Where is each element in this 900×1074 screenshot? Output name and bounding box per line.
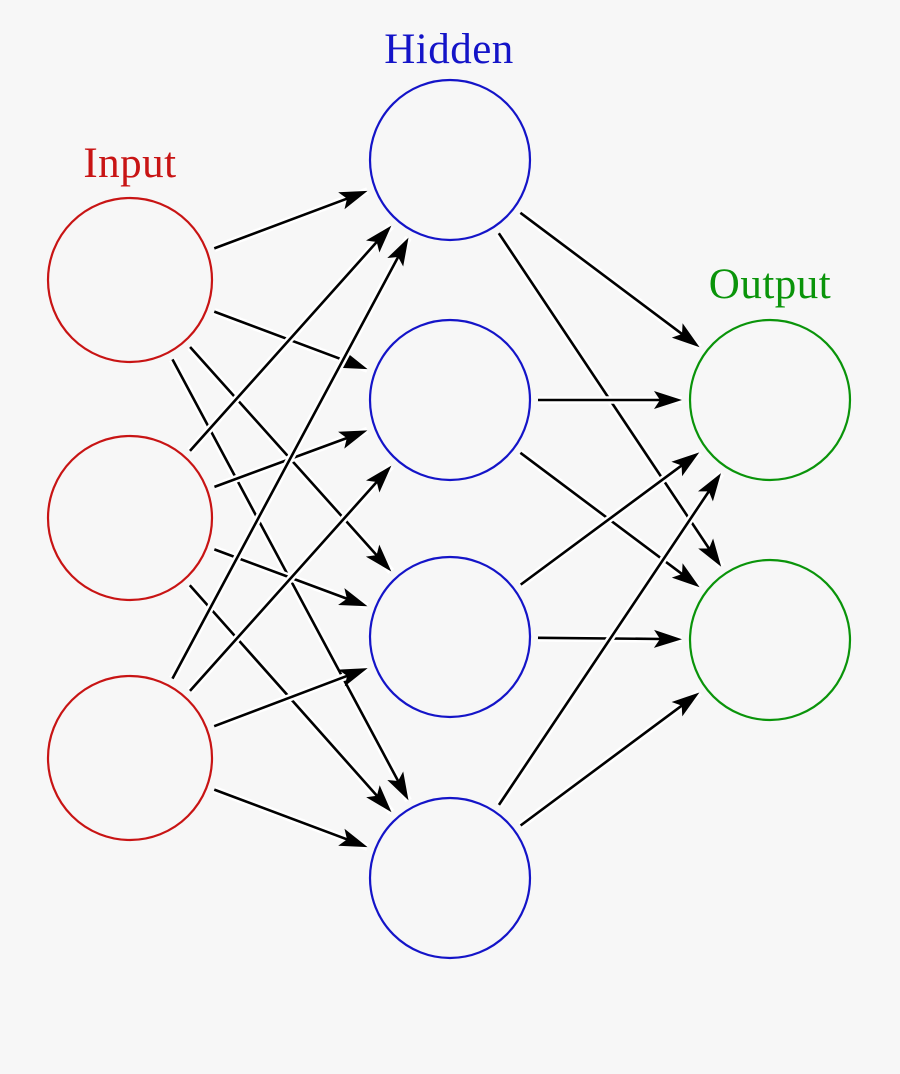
edge-arrowhead bbox=[338, 350, 368, 370]
hidden-node-3 bbox=[368, 796, 532, 960]
edge-arrowhead bbox=[338, 430, 368, 449]
edge-arrowhead bbox=[338, 588, 368, 607]
edge-arrowhead bbox=[671, 323, 700, 348]
edge-hidden0-output1 bbox=[497, 232, 712, 551]
edge-arrowhead bbox=[671, 563, 700, 588]
edge-arrowhead bbox=[671, 692, 700, 717]
edge-arrowhead bbox=[653, 629, 682, 648]
edge-arrowhead bbox=[698, 538, 722, 567]
edge-input2-hidden3 bbox=[213, 788, 350, 842]
hidden-node-1 bbox=[368, 318, 532, 482]
edge-input1-hidden0 bbox=[189, 239, 379, 452]
edge-arrowhead bbox=[338, 828, 368, 848]
edge-arrowhead bbox=[387, 771, 409, 801]
edge-hidden3-output0 bbox=[497, 489, 711, 806]
input-node-1 bbox=[46, 434, 214, 602]
hidden-node-2 bbox=[368, 555, 532, 719]
edge-input0-hidden0 bbox=[213, 196, 350, 250]
edge-input0-hidden2 bbox=[189, 346, 379, 558]
edge-hidden2-output0 bbox=[519, 463, 684, 586]
edge-hidden0-output0 bbox=[519, 211, 685, 337]
edge-arrowhead bbox=[671, 452, 700, 477]
edge-arrowhead bbox=[654, 391, 682, 409]
edge-arrowhead bbox=[387, 237, 409, 267]
edge-input1-hidden1 bbox=[213, 436, 350, 489]
hidden-node-0 bbox=[368, 78, 532, 242]
edge-arrowhead bbox=[338, 190, 368, 210]
input-node-2 bbox=[46, 674, 214, 842]
input-layer-label: Input bbox=[83, 140, 177, 187]
edge-hidden1-output1 bbox=[519, 451, 685, 577]
edge-hidden3-output1 bbox=[519, 703, 685, 827]
hidden-layer-label: Hidden bbox=[384, 26, 514, 73]
edge-input2-hidden2 bbox=[213, 673, 350, 728]
input-node-0 bbox=[46, 196, 214, 364]
edge-arrowhead bbox=[365, 544, 392, 572]
edge-input0-hidden3 bbox=[171, 358, 401, 784]
output-layer-label: Output bbox=[708, 261, 832, 308]
edge-hidden2-output1 bbox=[537, 636, 663, 641]
edge-arrowhead bbox=[366, 785, 392, 813]
edge-arrowhead bbox=[366, 225, 392, 253]
edge-input2-hidden0 bbox=[171, 254, 401, 680]
edge-input0-hidden1 bbox=[213, 310, 350, 364]
edge-input1-hidden3 bbox=[188, 584, 380, 799]
output-node-0 bbox=[688, 318, 852, 482]
edge-input2-hidden1 bbox=[189, 479, 379, 692]
edge-arrowhead bbox=[338, 668, 368, 687]
edge-arrowhead bbox=[366, 465, 392, 493]
edge-arrowhead bbox=[698, 473, 721, 502]
output-node-1 bbox=[688, 558, 852, 722]
